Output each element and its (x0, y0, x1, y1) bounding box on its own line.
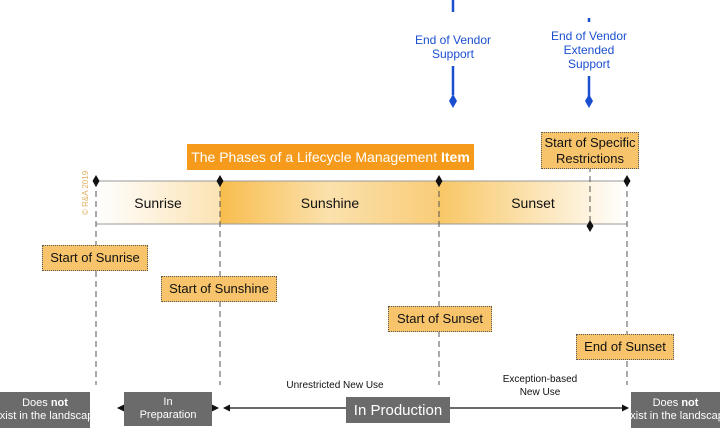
preparation-arrow-right-head (212, 404, 219, 412)
not-exist-left-label: Does not exist in the landscape (0, 392, 99, 428)
production-arrow-left-head (223, 404, 230, 412)
sunshine-marker (216, 175, 224, 187)
in-production-label: In Production (346, 397, 450, 423)
end-of-sunset-label: End of Sunset (584, 339, 666, 354)
sunrise-label: Sunrise (134, 195, 182, 211)
exception-based-label-line2: New Use (520, 387, 561, 398)
sunshine-phase (220, 181, 439, 224)
diagram-title: The Phases of a Lifecycle Management Ite… (187, 144, 474, 170)
title-text: The Phases of a Lifecycle Management (191, 149, 441, 165)
unrestricted-new-use-label: Unrestricted New Use (286, 380, 384, 391)
not-exist-right-label: Does not exist in the landscape (624, 392, 720, 428)
sunset-label: Sunset (511, 195, 555, 211)
start-of-sunshine-box: Start of Sunshine (161, 276, 277, 302)
start-of-sunset-label: Start of Sunset (397, 311, 483, 326)
production-arrow-right-head (622, 404, 629, 412)
specific-restrictions-marker (586, 220, 594, 232)
vendor-support-marker (449, 94, 457, 108)
start-of-sunrise-label: Start of Sunrise (50, 250, 140, 265)
end-of-vendor-extended-support-label: End of Vendor Extended Support (550, 29, 628, 71)
sunshine-label: Sunshine (301, 195, 360, 211)
phase-band (96, 180, 627, 225)
in-preparation-label: In Preparation (124, 392, 212, 426)
sunset-marker (435, 175, 443, 187)
start-of-sunset-box: Start of Sunset (388, 306, 492, 332)
preparation-arrow-left-head (117, 404, 124, 412)
end-of-vendor-support-label: End of Vendor Support (414, 33, 492, 61)
vendor-extended-support-marker (585, 94, 593, 108)
sunrise-marker (92, 175, 100, 187)
sunset-phase (439, 181, 627, 224)
start-of-sunshine-label: Start of Sunshine (169, 281, 269, 296)
end-of-sunset-marker (623, 175, 631, 187)
sunrise-phase (96, 181, 220, 224)
exception-based-label-line1: Exception-based (503, 374, 578, 385)
title-bold: Item (441, 149, 470, 165)
end-of-sunset-box: End of Sunset (576, 334, 674, 360)
copyright-label: © R&A 2019 (81, 170, 90, 215)
start-of-sunrise-box: Start of Sunrise (42, 245, 148, 271)
start-of-specific-restrictions-box: Start of Specific Restrictions (541, 132, 639, 169)
start-of-specific-restrictions-label: Start of Specific Restrictions (544, 134, 636, 166)
